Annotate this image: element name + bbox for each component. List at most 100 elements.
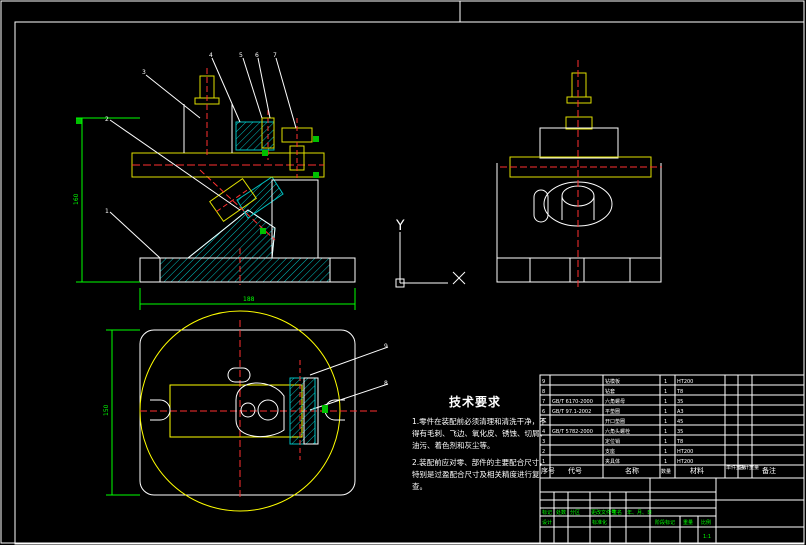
- bom-cell-no: 6: [542, 409, 545, 415]
- title-block-signatures: 标记 处数 分区 更改文件号 签名 年、月、日 设计 标准化 阶段标记 重量 比…: [542, 509, 711, 540]
- tech-req-line-6: 查。: [412, 482, 427, 491]
- bom-cell-code: GB/T 97.1-2002: [552, 409, 591, 415]
- side-view-upper-block: [539, 127, 619, 159]
- bom-cell-no: 5: [542, 419, 545, 425]
- sig-date: 年、月、日: [627, 509, 652, 516]
- front-view-base: [139, 257, 356, 283]
- bom-cell-material: 45: [677, 419, 683, 425]
- front-view-base-hatch: [159, 209, 331, 283]
- front-view-inclined-block-hatch: [236, 176, 284, 219]
- bom-cell-no: 9: [542, 379, 545, 385]
- balloon-9: 9: [384, 343, 388, 350]
- bom-cell-no: 3: [542, 439, 545, 445]
- side-view-bolt: [571, 72, 587, 98]
- balloon-5: 5: [239, 52, 243, 59]
- tech-req-line-5: 特别是过盈配合尺寸及相关精度进行复: [412, 470, 540, 479]
- bom-cell-material: A3: [677, 409, 684, 415]
- bom-cell-name: 支座: [605, 448, 615, 455]
- plan-view-dimensions: [106, 329, 140, 496]
- bom-cell-material: T8: [676, 439, 683, 445]
- bom-header-code: 代号: [568, 466, 582, 475]
- bom-cell-name: 六角头螺栓: [605, 428, 630, 435]
- balloon-8: 8: [384, 380, 388, 387]
- dim-base-width: 188: [243, 296, 255, 303]
- sig-standard: 标准化: [592, 519, 607, 526]
- bom-cell-name: 开口垫圈: [605, 418, 625, 425]
- bom-header-qty: 数量: [661, 468, 671, 475]
- tech-req-line-4: 2.装配前应对零、部件的主要配合尺寸，: [412, 458, 547, 467]
- sig-mark: 标记: [542, 509, 552, 516]
- bom-cell-no: 2: [542, 449, 545, 455]
- bom-cell-no: 1: [542, 459, 545, 465]
- balloon-6: 6: [255, 52, 259, 59]
- bom-cell-qty: 1: [664, 429, 667, 435]
- stage-mark: 阶段标记: [655, 519, 675, 526]
- bom-cell-name: 平垫圈: [605, 408, 620, 415]
- bom-cell-no: 7: [542, 399, 545, 405]
- bom-cell-code: GB/T 5782-2000: [552, 429, 593, 435]
- sig-change-doc: 更改文件号: [591, 509, 616, 516]
- front-view-right-body: [271, 179, 319, 258]
- bom-cell-material: HT200: [677, 459, 693, 465]
- bom-header-unit-weight: 单件重量: [726, 464, 746, 471]
- bom-header-remark: 备注: [762, 466, 776, 475]
- balloon-1: 1: [105, 208, 109, 215]
- sig-count: 处数: [556, 509, 566, 516]
- bom-cell-qty: 1: [664, 419, 667, 425]
- sig-zone: 分区: [570, 509, 580, 516]
- bom-header-total-weight: 总计重量: [739, 464, 759, 471]
- bom-header-material: 材料: [690, 466, 704, 475]
- ucs-y-label: Y: [395, 218, 405, 234]
- bom-cell-qty: 1: [664, 409, 667, 415]
- bom-cell-qty: 1: [664, 379, 667, 385]
- balloon-7: 7: [273, 52, 277, 59]
- bom-cell-qty: 1: [664, 459, 667, 465]
- tech-req-line-3: 油污、着色剂和灰尘等。: [412, 441, 495, 450]
- front-view: [76, 68, 356, 285]
- tech-req-title: 技术要求: [449, 395, 502, 409]
- bom-cell-name: 夹具体: [605, 458, 620, 465]
- bom-cell-no: 8: [542, 389, 545, 395]
- weight-label: 重量: [683, 519, 693, 526]
- sig-sign: 签名: [612, 509, 622, 516]
- bom-cell-name: 钻套: [605, 388, 615, 395]
- bom-cell-code: GB/T 6170-2000: [552, 399, 593, 405]
- scale-label: 比例: [701, 519, 711, 526]
- front-view-dimensions: [76, 117, 356, 310]
- bom-cell-material: 35: [677, 429, 683, 435]
- balloon-4: 4: [209, 52, 213, 59]
- balloon-2: 2: [105, 116, 109, 123]
- sig-design: 设计: [542, 519, 552, 526]
- dim-overall-height: 160: [73, 193, 80, 205]
- bom-cell-qty: 1: [664, 399, 667, 405]
- tech-req-line-1: 1.零件在装配前必须清理和清洗干净，不: [412, 417, 547, 426]
- balloon-3: 3: [142, 69, 146, 76]
- dim-plan-height: 150: [103, 404, 110, 416]
- side-view: [496, 60, 662, 290]
- bom-cell-qty: 1: [664, 439, 667, 445]
- bom-cell-material: 35: [677, 399, 683, 405]
- bom-cell-name: 定位销: [605, 438, 620, 445]
- bom-header: 序号 代号 名称 数量 材料 单件重量 总计重量 备注: [541, 464, 776, 475]
- bom-cell-no: 4: [542, 429, 545, 435]
- ucs-icon: [395, 232, 466, 288]
- front-view-inclined-column: [187, 209, 276, 259]
- bom-cell-name: 六角螺母: [605, 398, 625, 405]
- bom-cell-material: T8: [676, 389, 683, 395]
- scale-value: 1:1: [703, 534, 711, 540]
- leader-lines: [109, 57, 389, 411]
- bom-cell-qty: 1: [664, 389, 667, 395]
- plan-view-drill-plate: [289, 377, 316, 445]
- title-block: [539, 374, 805, 545]
- bom-cell-material: HT200: [677, 379, 693, 385]
- drawing-frame-inner: [14, 21, 805, 545]
- plan-view: [139, 310, 380, 512]
- bom-cell-name: 钻模板: [605, 378, 620, 385]
- bom-header-name: 名称: [625, 466, 639, 475]
- bom-cell-qty: 1: [664, 449, 667, 455]
- tech-req-line-2: 得有毛刺、飞边、氧化皮、锈蚀、切屑、: [412, 429, 547, 438]
- bom-header-number: 序号: [541, 466, 555, 475]
- bom-cell-material: HT200: [677, 449, 693, 455]
